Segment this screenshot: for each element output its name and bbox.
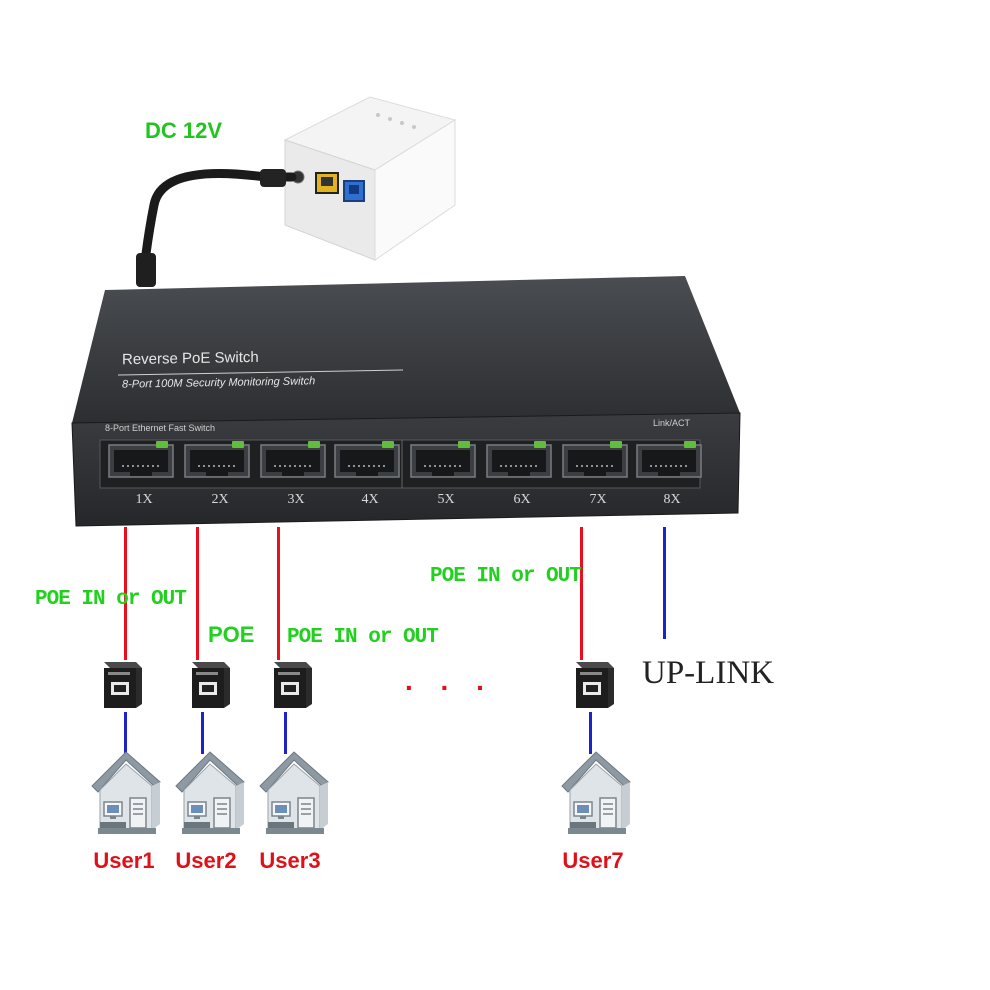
wire-port3-poe [277, 527, 280, 660]
port-label-8: 8X [663, 492, 681, 507]
reverse-poe-switch [71, 276, 741, 527]
rj45-port-5 [410, 441, 476, 478]
poe-injector-4 [576, 662, 614, 708]
user-house-icon-4 [561, 751, 631, 834]
rj45-port-2 [184, 441, 250, 478]
poe-injector-1 [104, 662, 142, 708]
poe-injector-2 [192, 662, 230, 708]
user-label-2: User2 [175, 848, 237, 873]
uplink-label: UP-LINK [642, 655, 774, 691]
poe-in-or-out-label-3: POE IN or OUT [430, 565, 582, 588]
user-label-7: User7 [562, 848, 624, 873]
ellipsis: . . . [405, 665, 494, 696]
poe-injector-3 [274, 662, 312, 708]
wire-user2 [201, 712, 204, 754]
port-label-1: 1X [135, 492, 153, 507]
wire-port8-uplink [663, 527, 666, 639]
wire-port7-poe [580, 527, 583, 660]
user-house-icon-1 [91, 751, 161, 834]
port-label-2: 2X [211, 492, 229, 507]
wire-user7 [589, 712, 592, 754]
panel-label: 8-Port Ethernet Fast Switch [105, 423, 216, 433]
wire-port1-poe [124, 527, 127, 660]
port-label-6: 6X [513, 492, 531, 507]
rj45-port-6 [486, 441, 552, 478]
rj45-port-4 [334, 441, 400, 478]
rj45-port-3 [260, 441, 326, 478]
wire-user3 [284, 712, 287, 754]
rj45-port-8 [636, 441, 702, 478]
poe-in-or-out-label-2: POE IN or OUT [287, 626, 439, 649]
power-supply-box [136, 96, 457, 287]
wire-user1 [124, 712, 127, 754]
rj45-port-1 [108, 441, 174, 478]
rj45-port-7 [562, 441, 628, 478]
user-label-3: User3 [259, 848, 321, 873]
user-label-1: User1 [93, 848, 155, 873]
wire-port2-poe [196, 527, 199, 660]
user-house-icon-3 [259, 751, 329, 834]
poe-label: POE [208, 622, 255, 647]
dc-12v-label: DC 12V [145, 118, 223, 143]
link-act-label: Link/ACT [653, 418, 691, 428]
port-label-5: 5X [437, 492, 455, 507]
switch-title: Reverse PoE Switch [122, 348, 259, 369]
port-label-4: 4X [361, 492, 379, 507]
port-label-7: 7X [589, 492, 607, 507]
poe-in-or-out-label-1: POE IN or OUT [35, 588, 187, 611]
user-house-icon-2 [175, 751, 245, 834]
port-label-3: 3X [287, 492, 305, 507]
